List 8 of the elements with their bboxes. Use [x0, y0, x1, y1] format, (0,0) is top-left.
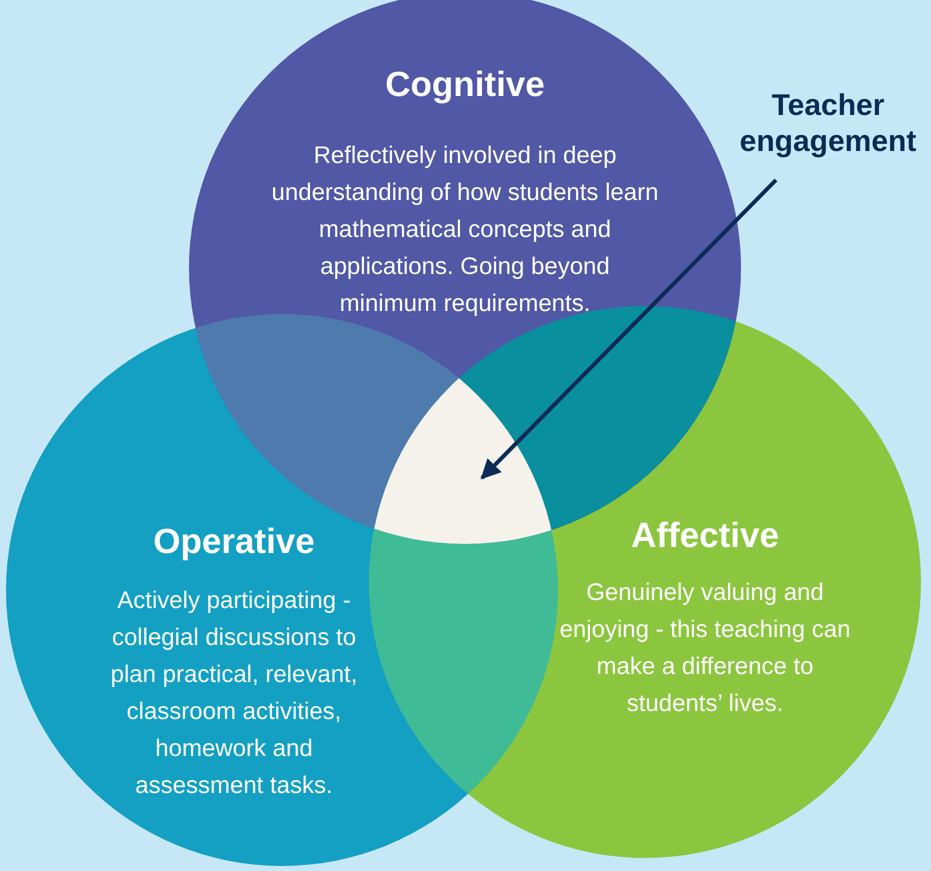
leader-arrow [480, 178, 778, 480]
circle-description: Reflectively involved in deep understanding of how students learn mathematical concepts and applications. Going beyond minimum requirements. [270, 141, 660, 319]
circle-heading: Cognitive [385, 65, 545, 105]
circle-description: Genuinely valuing and enjoying - this teaching can make a difference to students’ lives. [558, 578, 852, 719]
circle-description: Actively participating - collegial discussions to plan practical, relevant, classroom activities, homework and assessment tasks. [110, 586, 358, 801]
circle-heading: Affective [631, 516, 779, 556]
callout-label: Teacher engagement [728, 88, 928, 160]
circle-heading: Operative [153, 522, 315, 562]
